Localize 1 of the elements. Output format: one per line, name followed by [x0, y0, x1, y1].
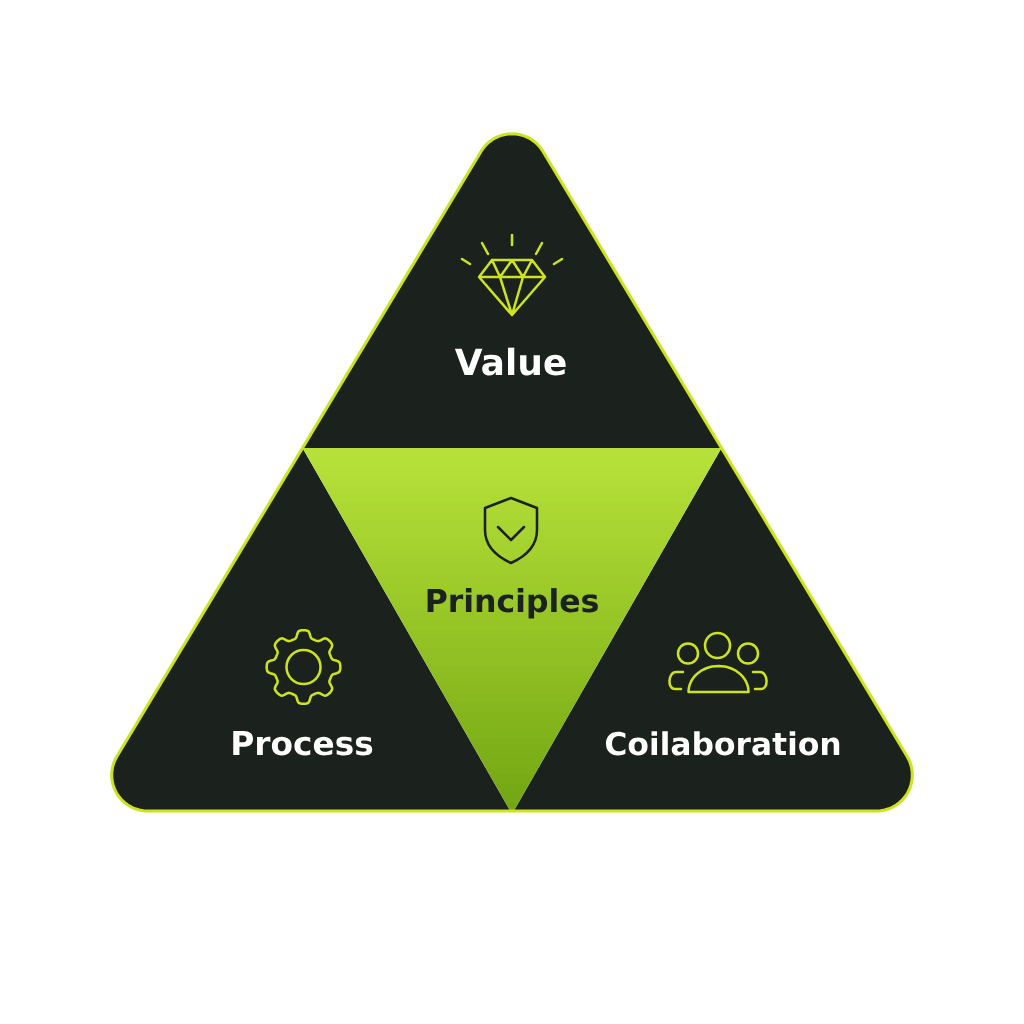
- triangle-panel: Value: [302, 133, 722, 448]
